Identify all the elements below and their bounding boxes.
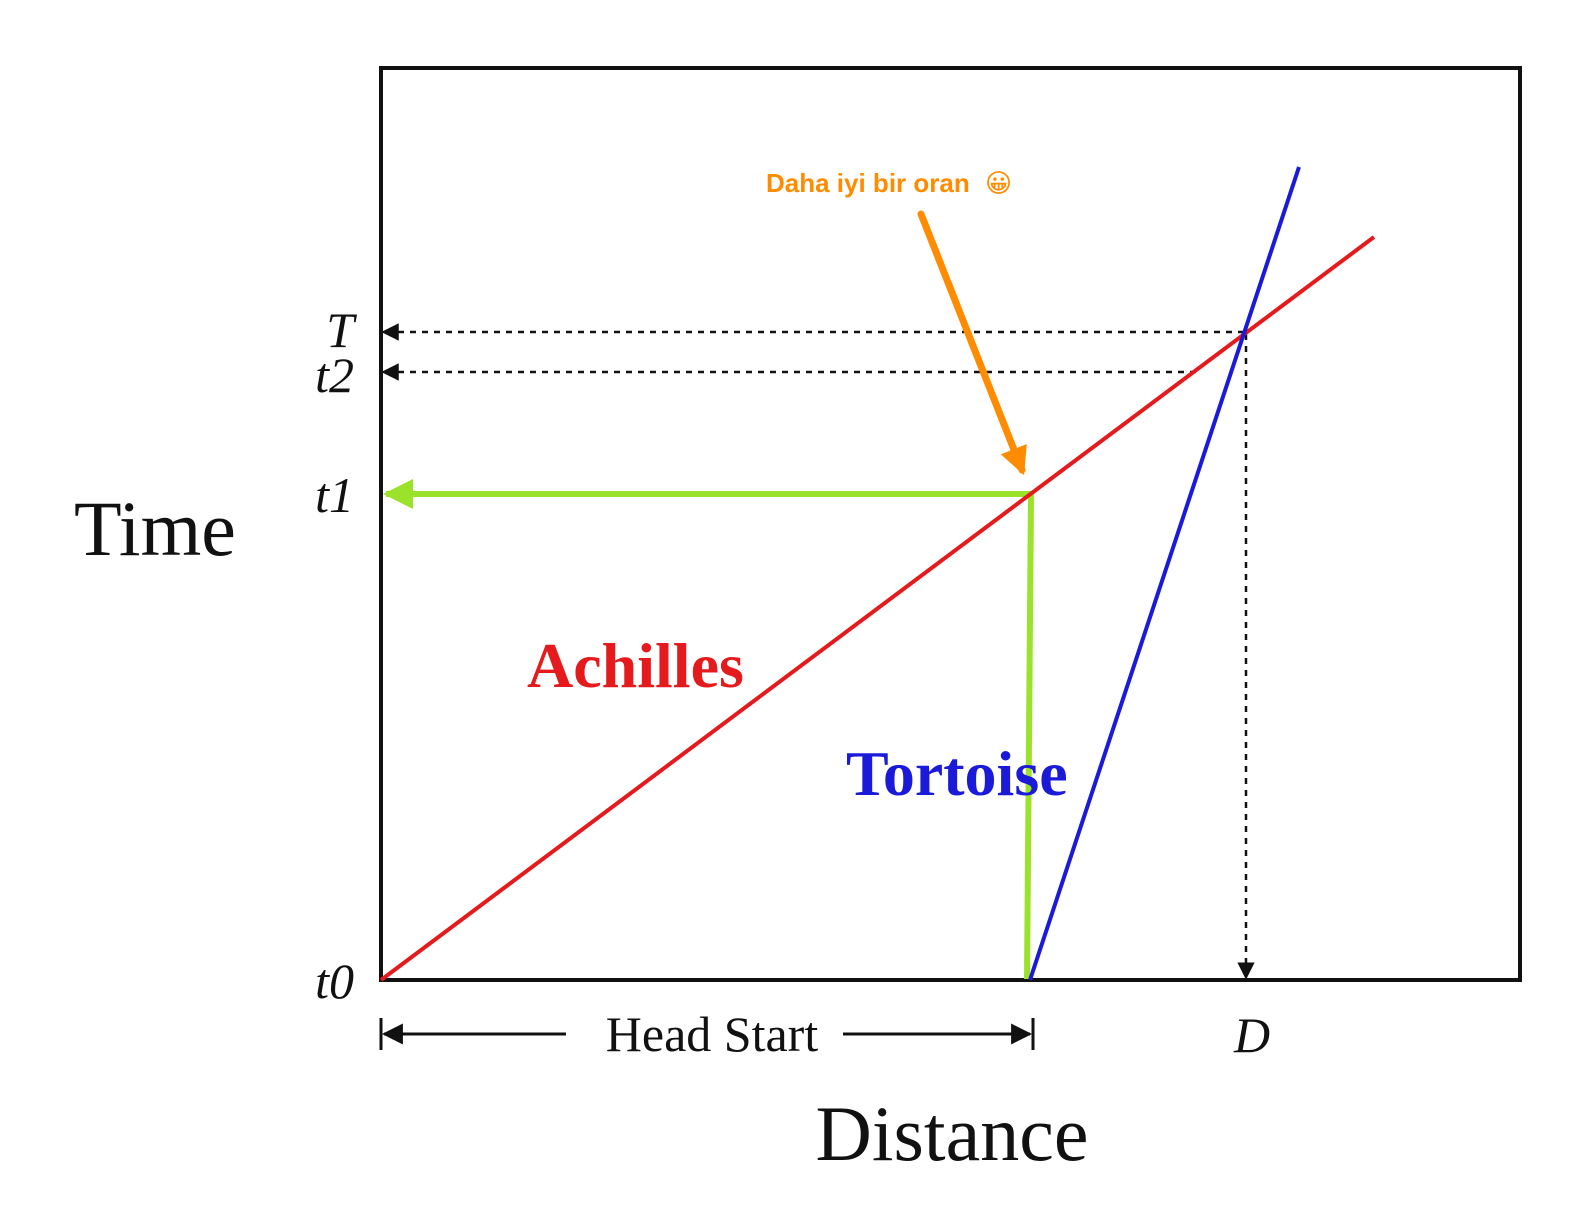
head-start-label: Head Start: [606, 1006, 819, 1062]
tick-label-t0: t0: [315, 953, 354, 1009]
tortoise-label: Tortoise: [846, 738, 1068, 809]
grinning-face-icon: 😀: [985, 168, 1012, 198]
tick-label-T: T: [326, 302, 357, 358]
achilles-label: Achilles: [527, 630, 744, 701]
achilles-line: [379, 235, 1376, 982]
x-axis-title: Distance: [816, 1090, 1089, 1177]
construction-vertical: [1024, 493, 1034, 980]
y-axis-title: Time: [74, 485, 236, 572]
tortoise-line: [1028, 166, 1301, 981]
annotation-arrow: [917, 210, 1027, 476]
tick-label-t2: t2: [315, 347, 354, 403]
annotation-text: Daha iyi bir oran 😀: [766, 168, 1012, 198]
tick-label-t1: t1: [315, 467, 354, 523]
head-start-bracket: [379, 1018, 1035, 1050]
tick-label-D: D: [1233, 1007, 1270, 1063]
plot-frame: [379, 66, 1522, 982]
